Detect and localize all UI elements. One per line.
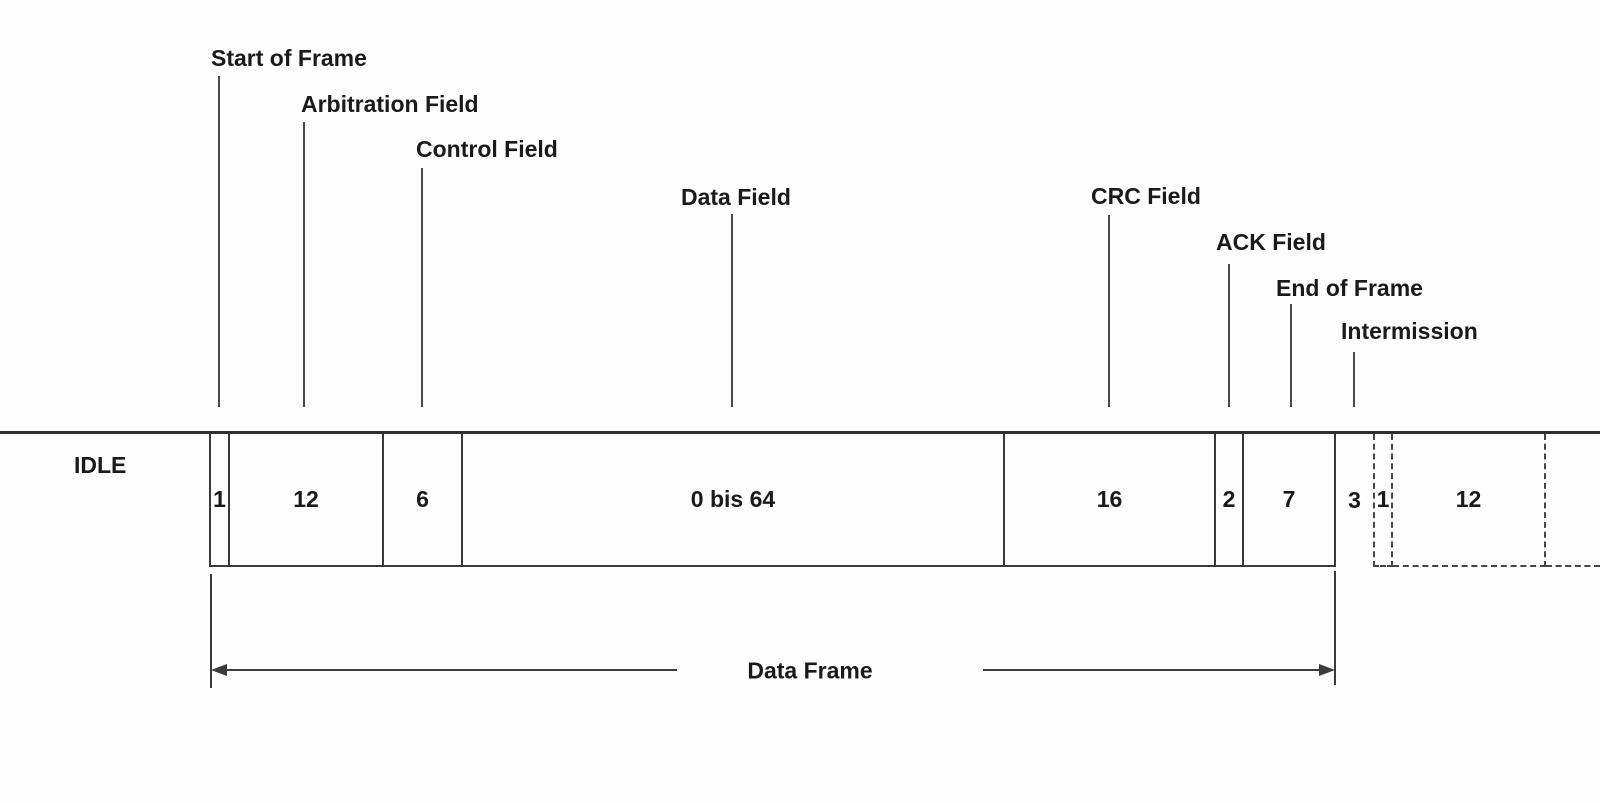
field-end-of-frame-bits: 7 [1242, 434, 1336, 567]
dashed-continuation [1546, 434, 1600, 567]
leader-control-field [421, 168, 423, 407]
label-crc-field: CRC Field [1091, 183, 1201, 209]
label-data-field: Data Field [681, 184, 791, 210]
label-control-field: Control Field [416, 136, 558, 162]
idle-label: IDLE [74, 452, 127, 478]
data-frame-left-arrowhead [211, 664, 227, 676]
data-frame-right-tick [1334, 571, 1336, 685]
leader-arbitration-field [303, 122, 305, 407]
data-frame-left-tick [210, 574, 212, 688]
label-start-of-frame: Start of Frame [211, 45, 367, 71]
leader-ack-field [1228, 264, 1230, 407]
data-frame-right-arrowhead [1319, 664, 1335, 676]
leader-data-field [731, 214, 733, 407]
field-next-frame-12-dashed: 12 [1393, 434, 1546, 567]
data-frame-arrow-line-right [983, 669, 1323, 671]
field-start-of-frame-bits: 1 [209, 434, 228, 567]
label-intermission: Intermission [1341, 318, 1478, 344]
leader-intermission [1353, 352, 1355, 407]
leader-end-of-frame [1290, 304, 1292, 407]
leader-start-of-frame [218, 76, 220, 407]
field-data-bits: 0 bis 64 [461, 434, 1003, 567]
bus-line [0, 431, 1600, 434]
label-arbitration-field: Arbitration Field [301, 91, 479, 117]
leader-crc-field [1108, 215, 1110, 407]
field-next-frame-1-dashed: 1 [1373, 434, 1393, 567]
field-control-bits: 6 [382, 434, 461, 567]
field-ack-bits: 2 [1214, 434, 1242, 567]
field-crc-bits: 16 [1003, 434, 1214, 567]
data-frame-arrow-line-left [224, 669, 677, 671]
field-arbitration-bits: 12 [228, 434, 382, 567]
label-end-of-frame: End of Frame [1276, 275, 1423, 301]
data-frame-caption: Data Frame [747, 657, 873, 684]
field-intermission-bits: 3 [1348, 487, 1361, 513]
label-ack-field: ACK Field [1216, 229, 1326, 255]
